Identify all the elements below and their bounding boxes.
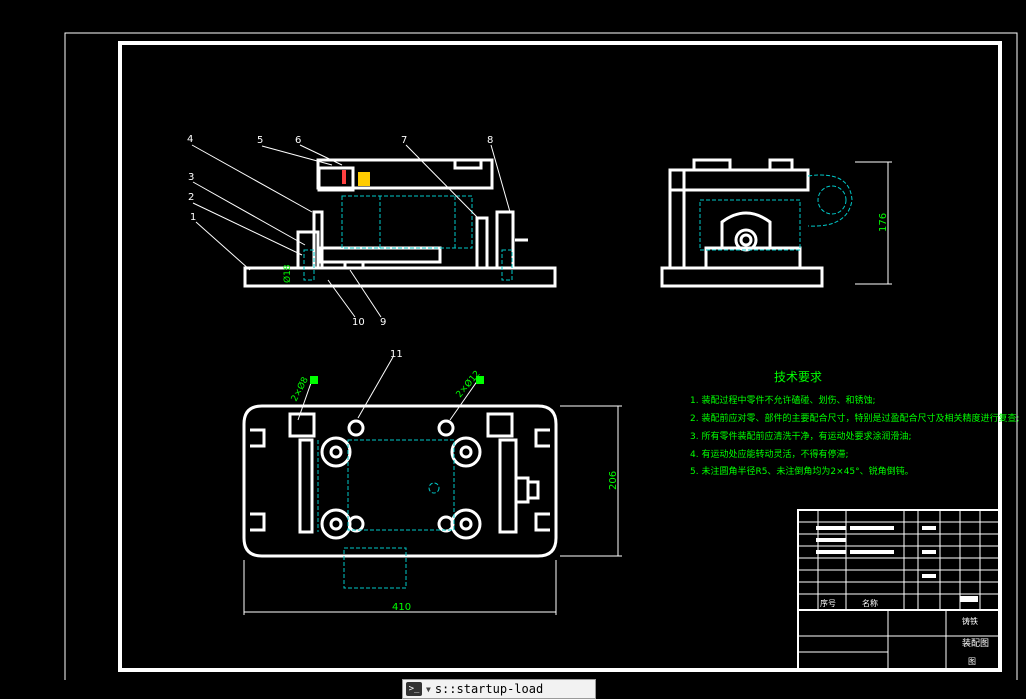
- title-sheet: 图: [968, 657, 976, 666]
- side-view-hidden: [699, 174, 853, 251]
- title-block-fill: [816, 526, 978, 602]
- balloon-9: 9: [380, 317, 386, 328]
- terminal-icon[interactable]: >_: [406, 682, 422, 696]
- balloon-3: 3: [188, 172, 194, 183]
- tech-requirements-list: 1. 装配过程中零件不允许磕碰、划伤、和锈蚀; 2. 装配前应对零、部件的主要配…: [690, 394, 1019, 477]
- dim-hole-left: Ø18: [282, 264, 293, 283]
- title-col-seq: 序号: [820, 598, 836, 608]
- balloon-numbers: 4 5 6 7 8 3 2 1 10 9 11: [187, 134, 493, 360]
- balloon-1: 1: [190, 212, 196, 223]
- annot-marker-left: [310, 376, 318, 384]
- tech-item-2: 2. 装配前应对零、部件的主要配合尺寸，特别是过盈配合尺寸及相关精度进行复查;: [690, 412, 1019, 424]
- command-line-text[interactable]: s::startup-load: [434, 682, 544, 696]
- plan-leaders: [297, 379, 479, 421]
- balloon-10: 10: [352, 317, 365, 328]
- dim-plan-hole-right: 2×Ø12: [454, 368, 483, 399]
- dim-plan-hole-left: 2×Ø8: [289, 375, 311, 403]
- balloon-11: 11: [390, 349, 403, 360]
- hatch-section: [358, 172, 370, 186]
- tech-requirements-title: 技术要求: [774, 370, 822, 384]
- leader-lines: [191, 144, 511, 419]
- annot-marker-right: [476, 376, 484, 384]
- balloon-7: 7: [401, 135, 407, 146]
- balloon-2: 2: [188, 192, 194, 203]
- side-dimension: [855, 161, 892, 285]
- command-line-bar[interactable]: >_ ▼ s::startup-load: [402, 679, 596, 699]
- dim-side-height: 176: [878, 213, 889, 232]
- plan-view-hidden: [317, 439, 455, 589]
- title-material: 铸铁: [962, 616, 978, 626]
- dim-plan-width: 410: [392, 602, 411, 613]
- plan-dimensions: [243, 405, 622, 615]
- cad-drawing-canvas[interactable]: Ø18 4 5 6 7 8 3 2 1 10 9 11: [0, 0, 1026, 680]
- red-section: [342, 170, 346, 184]
- tech-item-4: 4. 有运动处应能转动灵活，不得有停滞;: [690, 448, 848, 460]
- inner-frame-border: [118, 41, 1002, 672]
- balloon-6: 6: [295, 135, 301, 146]
- balloon-4: 4: [187, 134, 193, 145]
- tech-item-3: 3. 所有零件装配前应清洗干净，有运动处要求涂润滑油;: [690, 430, 911, 442]
- tech-item-5: 5. 未注圆角半径R5、未注倒角均为2×45°、锐角倒钝。: [690, 465, 914, 477]
- balloon-8: 8: [487, 135, 493, 146]
- plan-view[interactable]: [242, 404, 558, 558]
- dim-plan-height: 206: [608, 471, 619, 490]
- tech-item-1: 1. 装配过程中零件不允许磕碰、划伤、和锈蚀;: [690, 394, 875, 406]
- title-col-name: 名称: [862, 598, 878, 608]
- title-drawing-name: 装配图: [962, 637, 989, 649]
- side-view[interactable]: [660, 158, 824, 288]
- balloon-5: 5: [257, 135, 263, 146]
- outer-sheet-border: [64, 32, 1018, 680]
- front-view-hidden: [303, 195, 513, 281]
- chevron-down-icon[interactable]: ▼: [426, 684, 431, 694]
